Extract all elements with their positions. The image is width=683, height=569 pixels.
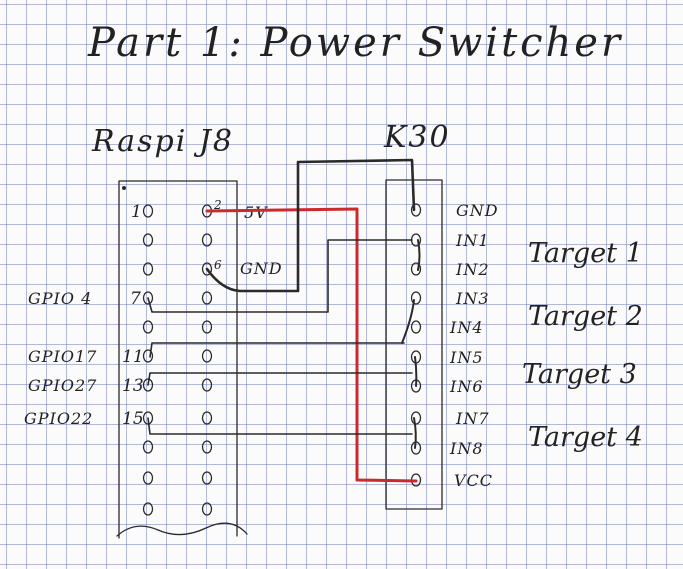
ground-label: GND (240, 259, 283, 278)
target-4-label: Target 4 (528, 422, 643, 453)
pin-number-13: 13 (122, 376, 144, 396)
relay-pin-gnd (410, 203, 422, 217)
jumper-in3-in4 (401, 299, 415, 344)
relay-label-in5: IN5 (449, 348, 484, 367)
raspi-pin-11 (142, 349, 154, 363)
raspi-pin-3 (142, 233, 154, 247)
target-1-label: Target 1 (528, 238, 643, 269)
relay-pin-in4 (410, 320, 422, 334)
relay-board-outline (385, 179, 443, 510)
wire-gpio4-to-in1 (147, 239, 413, 313)
gpio4-label: GPIO 4 (28, 289, 92, 308)
relay-label-gnd: GND (456, 201, 499, 220)
gpio22-label: GPIO22 (24, 409, 93, 428)
raspi-pin-5 (142, 262, 154, 276)
relay-label-in8: IN8 (449, 439, 484, 458)
raspi-pin-20 (201, 471, 213, 485)
wire-gpio22-to-in7 (147, 417, 413, 435)
raspi-pin-column-even (201, 204, 213, 516)
raspi-pin-1 (142, 204, 154, 218)
raspi-header-outline (118, 180, 238, 539)
raspi-pin-6 (201, 262, 213, 276)
diagram-title: Part 1: Power Switcher (87, 20, 623, 66)
target-2-label: Target 2 (528, 301, 643, 332)
raspi-header-torn-edge (116, 522, 248, 537)
jumper-in1-in2 (417, 239, 421, 271)
raspi-pin-16 (201, 411, 213, 425)
pin-number-7: 7 (130, 289, 141, 309)
raspi-pin-12 (201, 349, 213, 363)
raspi-pin-9 (142, 320, 154, 334)
pin-number-1: 1 (131, 202, 142, 222)
relay-label-in3: IN3 (455, 289, 490, 308)
raspi-pin-13 (142, 378, 154, 392)
pin1-marker-dot (122, 186, 126, 190)
five-volt-label: 5V (244, 203, 268, 222)
raspi-pin-19 (142, 471, 154, 485)
raspi-header-label: Raspi J8 (91, 124, 234, 159)
wire-gpio27-to-in5 (147, 372, 413, 386)
target-3-label: Target 3 (522, 359, 637, 390)
gpio17-label: GPIO17 (28, 347, 97, 366)
wire-5v-to-vcc (205, 207, 418, 483)
relay-label-in4: IN4 (449, 318, 484, 337)
relay-pin-in2 (410, 262, 422, 276)
relay-pin-in3 (410, 291, 422, 305)
pin-number-2: 2 (213, 198, 222, 212)
raspi-pin-4 (201, 233, 213, 247)
raspi-pin-18 (201, 440, 213, 454)
raspi-pin-7 (142, 291, 154, 305)
jumper-in7-in8 (413, 417, 417, 449)
pin-number-6: 6 (214, 258, 222, 272)
raspi-pin-21 (142, 502, 154, 516)
wire-gpio17-to-in4 (149, 342, 405, 358)
relay-label-in2: IN2 (455, 260, 490, 279)
raspi-pin-17 (142, 440, 154, 454)
raspi-pin-8 (201, 291, 213, 305)
wire-gnd-to-relay-gnd (205, 158, 416, 293)
raspi-pin-14 (201, 378, 213, 392)
jumper-in5-in6 (414, 356, 418, 387)
pin-number-11: 11 (122, 347, 144, 367)
gpio27-label: GPIO27 (28, 376, 97, 395)
relay-label-vcc: VCC (454, 471, 493, 490)
pin-number-15: 15 (122, 409, 144, 429)
relay-label-in7: IN7 (455, 409, 490, 428)
relay-pin-in7 (410, 411, 422, 425)
raspi-pin-column-odd (142, 204, 154, 516)
relay-label-in6: IN6 (449, 377, 484, 396)
relay-header-label: K30 (383, 120, 451, 155)
raspi-pin-22 (201, 502, 213, 516)
relay-label-in1: IN1 (455, 231, 490, 250)
raspi-pin-10 (201, 320, 213, 334)
